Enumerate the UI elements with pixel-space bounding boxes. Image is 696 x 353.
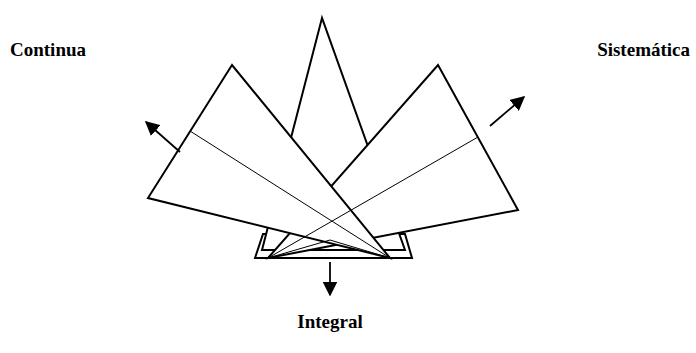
direction-label: Continua bbox=[10, 40, 86, 61]
fold-line bbox=[268, 240, 330, 258]
fold-line bbox=[330, 240, 390, 258]
direction-label: Sistemática bbox=[597, 40, 690, 61]
left-triangle bbox=[148, 65, 390, 258]
direction-arrow bbox=[329, 262, 331, 295]
direction-arrow bbox=[490, 97, 524, 126]
direction-arrow bbox=[146, 122, 180, 152]
direction-label: Integral bbox=[297, 312, 362, 333]
fold-line bbox=[190, 131, 390, 258]
base-line bbox=[268, 257, 390, 259]
fold-line bbox=[268, 137, 478, 258]
